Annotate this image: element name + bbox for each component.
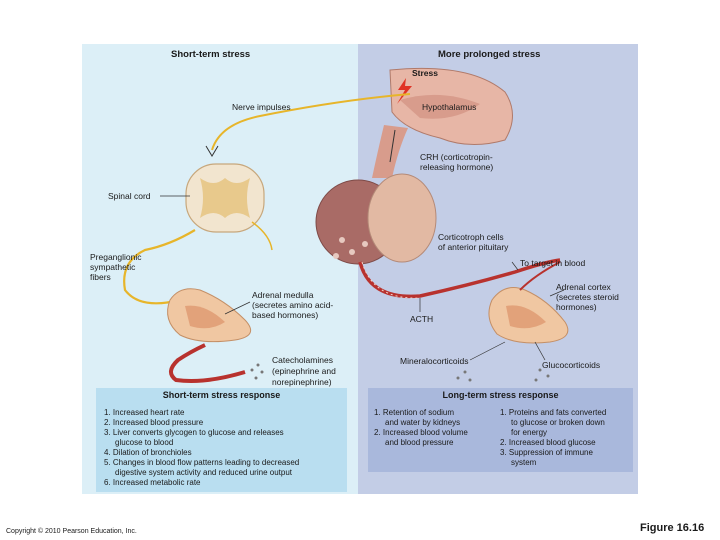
list-item: to glucose or broken down: [511, 418, 605, 427]
label-catecholamines-3: norepinephrine): [272, 377, 332, 387]
long-term-response-title: Long-term stress response: [442, 390, 559, 400]
spinal-gray-matter: [200, 178, 250, 218]
list-item: for energy: [511, 428, 548, 437]
long-term-response-box: Long-term stress response 1. Retention o…: [368, 388, 633, 472]
label-adrenal-medulla-3: based hormones): [252, 310, 319, 320]
list-item: 5. Changes in blood flow patterns leadin…: [104, 458, 300, 467]
hypothalamus-fold: [400, 94, 480, 119]
short-term-header: Short-term stress: [171, 49, 251, 60]
list-item: glucose to blood: [115, 438, 174, 447]
label-adrenal-cortex-2: (secretes steroid: [556, 292, 619, 302]
label-preganglionic-3: fibers: [90, 272, 111, 282]
copyright-notice: Copyright © 2010 Pearson Education, Inc.: [6, 528, 137, 535]
crh-arrow: [389, 129, 396, 163]
label-nerve-impulses: Nerve impulses: [232, 102, 291, 112]
short-term-response-title: Short-term stress response: [162, 390, 281, 400]
short-term-response-list: 1. Increased heart rate 2. Increased blo…: [104, 408, 299, 488]
label-to-target: To target in blood: [520, 258, 586, 268]
list-item: digestive system activity and reduced ur…: [115, 468, 292, 477]
label-adrenal-cortex-1: Adrenal cortex: [556, 282, 611, 292]
label-stress: Stress: [412, 68, 438, 78]
label-acth: ACTH: [410, 314, 434, 324]
vessel-left: [169, 343, 246, 383]
label-corticotroph-2: of anterior pituitary: [438, 242, 509, 252]
label-catecholamines-2: (epinephrine and: [272, 366, 336, 376]
label-preganglionic-2: sympathetic: [90, 262, 136, 272]
label-hypothalamus: Hypothalamus: [422, 102, 477, 112]
label-adrenal-cortex-3: hormones): [556, 302, 597, 312]
label-corticotroph-1: Corticotroph cells: [438, 232, 504, 242]
list-item: 1. Retention of sodium: [374, 408, 455, 417]
list-item: and blood pressure: [385, 438, 454, 447]
list-item: system: [511, 458, 537, 467]
mineralocorticoid-effects-list: 1. Retention of sodium and water by kidn…: [374, 408, 468, 448]
list-item: 3. Suppression of immune: [500, 448, 593, 457]
list-item: 1. Proteins and fats converted: [500, 408, 607, 417]
list-item: 2. Increased blood pressure: [104, 418, 204, 427]
label-preganglionic-1: Preganglionic: [90, 252, 142, 262]
list-item: 3. Liver converts glycogen to glucose an…: [104, 428, 284, 437]
list-item: 4. Dilation of bronchioles: [104, 448, 192, 457]
list-item: 2. Increased blood volume: [374, 428, 468, 437]
list-item: 2. Increased blood glucose: [500, 438, 596, 447]
label-adrenal-medulla-1: Adrenal medulla: [252, 290, 314, 300]
nerve-arrow: [205, 145, 219, 157]
adrenal-cortex-right: [506, 305, 546, 329]
label-glucocorticoids: Glucocorticoids: [542, 360, 601, 370]
list-item: and water by kidneys: [385, 418, 461, 427]
stress-lightning-icon: [397, 78, 412, 104]
label-adrenal-medulla-2: (secretes amino acid-: [252, 300, 334, 310]
short-term-response-box: Short-term stress response 1. Increased …: [96, 388, 347, 492]
blood-vessel: [358, 258, 561, 299]
figure-number: Figure 16.16: [640, 522, 705, 534]
label-catecholamines-1: Catecholamines: [272, 355, 333, 365]
preganglionic-fiber: [123, 229, 196, 305]
pituitary-stalk: [372, 125, 408, 178]
nerve-to-cord: [211, 93, 411, 151]
label-crh-2: releasing hormone): [420, 162, 494, 172]
prolonged-header: More prolonged stress: [438, 49, 541, 60]
adrenal-medulla-left: [185, 305, 225, 329]
glucocorticoid-effects-list: 1. Proteins and fats converted to glucos…: [500, 408, 606, 468]
label-spinal-cord: Spinal cord: [108, 191, 151, 201]
catecholamine-dots: [250, 363, 264, 380]
label-mineralocorticoids: Mineralocorticoids: [400, 356, 469, 366]
label-crh-1: CRH (corticotropin-: [420, 152, 493, 162]
posterior-pituitary: [367, 173, 437, 263]
list-item: 6. Increased metabolic rate: [104, 478, 201, 487]
corticoid-dots: [456, 368, 550, 382]
corticotroph-cells: [333, 237, 368, 259]
list-item: 1. Increased heart rate: [104, 408, 185, 417]
